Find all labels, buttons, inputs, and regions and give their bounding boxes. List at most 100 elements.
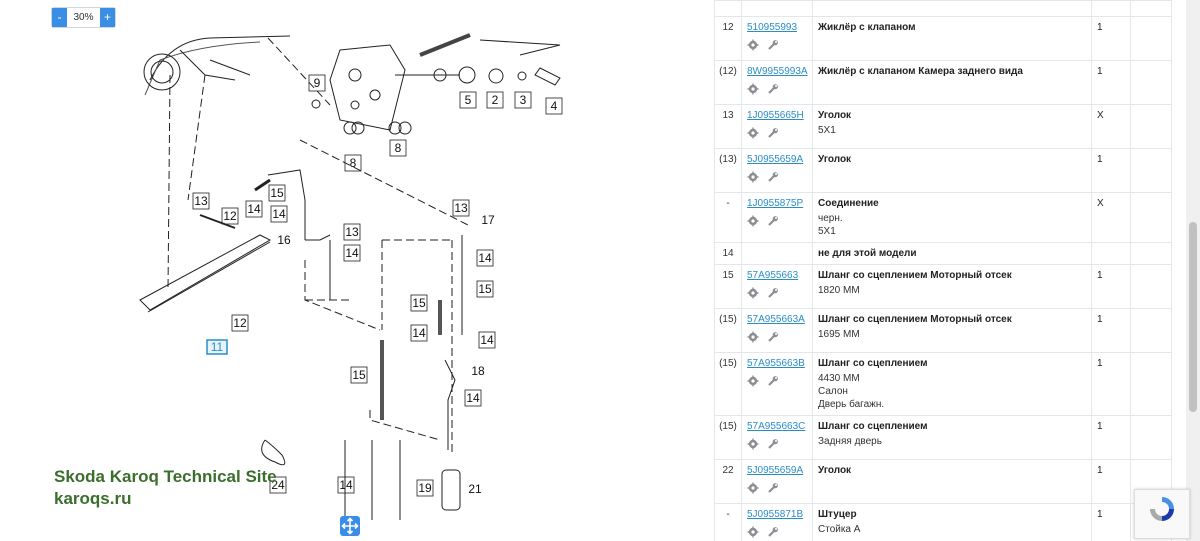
part-actions bbox=[747, 526, 807, 538]
part-description: Штуцер bbox=[818, 509, 857, 520]
part-number-link[interactable]: 57A955663 bbox=[747, 270, 799, 281]
gear-icon[interactable] bbox=[747, 375, 759, 387]
wrench-icon[interactable] bbox=[767, 287, 779, 299]
table-row bbox=[714, 0, 1172, 17]
callout-label[interactable]: 14 bbox=[247, 202, 261, 216]
callout-label[interactable]: 12 bbox=[233, 316, 247, 330]
part-number-link[interactable]: 1J0955875P bbox=[747, 198, 804, 209]
callout-label[interactable]: 13 bbox=[454, 201, 468, 215]
part-number-link[interactable]: 57A955663A bbox=[747, 314, 805, 325]
callout-label[interactable]: 14 bbox=[339, 478, 353, 492]
wrench-icon[interactable] bbox=[767, 39, 779, 51]
part-number-link[interactable]: 5J0955659A bbox=[747, 465, 804, 476]
callout-label[interactable]: 16 bbox=[277, 233, 291, 247]
callout-label[interactable]: 21 bbox=[468, 482, 482, 496]
callout-label[interactable]: 12 bbox=[223, 209, 237, 223]
extra-cell bbox=[1130, 148, 1172, 193]
wrench-icon[interactable] bbox=[767, 83, 779, 95]
gear-icon[interactable] bbox=[747, 287, 759, 299]
gear-icon[interactable] bbox=[747, 438, 759, 450]
extra-cell bbox=[1130, 16, 1172, 61]
callout-label[interactable]: 19 bbox=[418, 481, 432, 495]
part-number-cell: 5J0955871B bbox=[741, 503, 813, 541]
extra-cell bbox=[1130, 0, 1172, 17]
callout-label[interactable]: 15 bbox=[478, 282, 492, 296]
callout-label[interactable]: 13 bbox=[345, 225, 359, 239]
wrench-icon[interactable] bbox=[767, 438, 779, 450]
callout-label[interactable]: 2 bbox=[492, 93, 499, 107]
callout-label[interactable]: 17 bbox=[481, 213, 495, 227]
scrollbar-thumb[interactable] bbox=[1189, 222, 1197, 412]
part-description: Жиклёр с клапаном Камера заднего вида bbox=[818, 66, 1023, 77]
callout-label[interactable]: 15 bbox=[270, 186, 284, 200]
fit-screen-button[interactable] bbox=[340, 516, 360, 536]
wrench-icon[interactable] bbox=[767, 375, 779, 387]
gear-icon[interactable] bbox=[747, 331, 759, 343]
callout-label[interactable]: 13 bbox=[194, 194, 208, 208]
part-description: Шланг со сцеплением Моторный отсек bbox=[818, 270, 1012, 281]
callout-label[interactable]: 14 bbox=[478, 251, 492, 265]
wrench-icon[interactable] bbox=[767, 526, 779, 538]
part-note: 5X1 bbox=[818, 125, 836, 136]
callout-label[interactable]: 14 bbox=[412, 326, 426, 340]
position-cell: 13 bbox=[714, 104, 742, 149]
extra-cell bbox=[1130, 308, 1172, 353]
callout-label-selected[interactable]: 11 bbox=[211, 340, 224, 354]
callout-label[interactable]: 14 bbox=[466, 391, 480, 405]
gear-icon[interactable] bbox=[747, 482, 759, 494]
part-actions bbox=[747, 215, 807, 227]
callout-label[interactable]: 15 bbox=[412, 296, 426, 310]
recaptcha-badge[interactable] bbox=[1134, 489, 1190, 539]
part-note: 4430 MM bbox=[818, 373, 860, 384]
callout-label[interactable]: 3 bbox=[520, 93, 527, 107]
part-note: Задняя дверь bbox=[818, 436, 882, 447]
quantity-cell: 1 bbox=[1091, 503, 1131, 541]
page-scrollbar[interactable] bbox=[1186, 0, 1200, 541]
part-number-link[interactable]: 8W9955993A bbox=[747, 66, 808, 77]
parts-diagram[interactable]: 9 5 2 3 4 8 8 13 15 14 12 14 16 13 14 17… bbox=[0, 0, 700, 541]
gear-icon[interactable] bbox=[747, 215, 759, 227]
gear-icon[interactable] bbox=[747, 171, 759, 183]
part-number-cell: 1J0955665H bbox=[741, 104, 813, 149]
position-cell: 14 bbox=[714, 242, 742, 265]
position-cell: (15) bbox=[714, 415, 742, 460]
callout-label[interactable]: 14 bbox=[272, 207, 286, 221]
gear-icon[interactable] bbox=[747, 127, 759, 139]
part-note: 5X1 bbox=[818, 226, 836, 237]
quantity-cell: 1 bbox=[1091, 352, 1131, 416]
part-number-link[interactable]: 57A955663B bbox=[747, 358, 805, 369]
callout-label[interactable]: 8 bbox=[395, 141, 402, 155]
wrench-icon[interactable] bbox=[767, 215, 779, 227]
gear-icon[interactable] bbox=[747, 83, 759, 95]
wrench-icon[interactable] bbox=[767, 171, 779, 183]
zoom-level: 30% bbox=[73, 12, 94, 23]
position-cell: (15) bbox=[714, 352, 742, 416]
gear-icon[interactable] bbox=[747, 39, 759, 51]
wrench-icon[interactable] bbox=[767, 331, 779, 343]
callout-label[interactable]: 18 bbox=[471, 364, 485, 378]
callout-label[interactable]: 9 bbox=[314, 76, 321, 90]
wrench-icon[interactable] bbox=[767, 482, 779, 494]
callout-label[interactable]: 5 bbox=[465, 93, 472, 107]
part-number-link[interactable]: 57A955663C bbox=[747, 421, 806, 432]
part-number-link[interactable]: 5J0955871B bbox=[747, 509, 804, 520]
callout-label[interactable]: 4 bbox=[551, 99, 558, 113]
gear-icon[interactable] bbox=[747, 526, 759, 538]
part-number-link[interactable]: 1J0955665H bbox=[747, 110, 804, 121]
callout-label[interactable]: 14 bbox=[345, 246, 359, 260]
callout-label[interactable]: 14 bbox=[480, 333, 494, 347]
wrench-icon[interactable] bbox=[767, 127, 779, 139]
zoom-out-button[interactable]: - bbox=[52, 8, 67, 27]
callout-label[interactable]: 24 bbox=[271, 478, 285, 492]
zoom-in-button[interactable]: + bbox=[100, 8, 115, 27]
part-number-link[interactable]: 510955993 bbox=[747, 22, 798, 33]
part-description: Соединение bbox=[818, 198, 879, 209]
site-watermark: Skoda Karoq Technical Site karoqs.ru bbox=[54, 466, 277, 510]
callout-label[interactable]: 8 bbox=[350, 156, 357, 170]
callout-label[interactable]: 15 bbox=[352, 368, 366, 382]
part-number-link[interactable]: 5J0955659A bbox=[747, 154, 804, 165]
